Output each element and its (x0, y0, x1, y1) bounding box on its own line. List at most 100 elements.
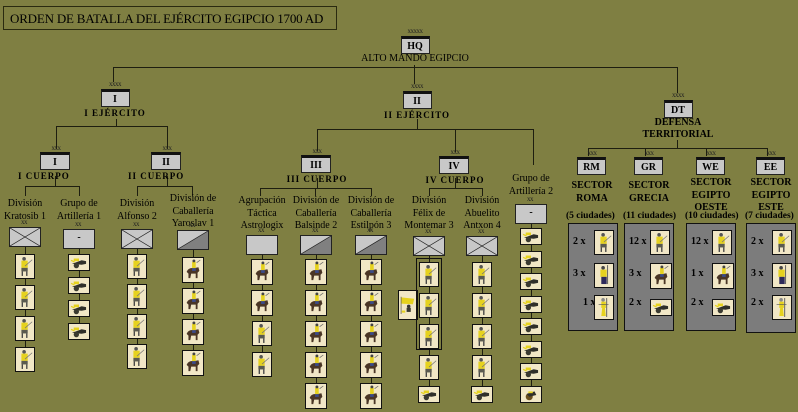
division-symbol-infantry[interactable] (466, 236, 498, 256)
unit-tile-musketeer[interactable] (127, 284, 147, 309)
army-dt-unit[interactable]: xxxx DT (658, 92, 698, 118)
unit-tile-musketeer[interactable] (252, 321, 272, 346)
unit-tile-musketeer[interactable] (419, 262, 439, 287)
unit-tile-musketeer[interactable] (15, 347, 35, 372)
unit-tile-musketeer[interactable] (472, 324, 492, 349)
unit-tile-musketeer[interactable] (419, 293, 439, 318)
army-i-unit[interactable]: xxxx I (95, 81, 135, 107)
connector-line (429, 188, 483, 189)
corps-box: II (151, 152, 181, 170)
echelon-marker: xx (189, 221, 196, 229)
division-symbol-cavalry[interactable] (177, 230, 209, 250)
connector-line (588, 148, 768, 149)
unit-tile-cannon[interactable] (418, 386, 440, 403)
connector-line (317, 178, 318, 188)
unit-tile-cannon[interactable] (68, 300, 90, 317)
division-symbol-cavalry[interactable] (355, 235, 387, 255)
connector-line (167, 126, 168, 149)
corps-label: I CUERPO (18, 171, 70, 181)
hq-unit[interactable]: xxxxx HQ (395, 28, 435, 54)
connector-line (414, 65, 415, 68)
unit-tile-cannon[interactable] (520, 250, 542, 268)
unit-tile-standard-bearer[interactable] (398, 290, 418, 320)
unit-tile-musketeer[interactable] (252, 352, 272, 377)
unit-tile-musketeer[interactable] (472, 355, 492, 380)
unit-tile-cannon[interactable] (520, 295, 542, 313)
unit-tile-musketeer[interactable] (15, 254, 35, 279)
garrison-count: 3 x (629, 268, 642, 279)
unit-tile-pikeman[interactable] (594, 263, 614, 288)
unit-tile-cavalry[interactable] (305, 290, 327, 316)
unit-tile-cavalry[interactable] (251, 259, 273, 285)
army-dt-label-2: TERRITORIAL (642, 129, 714, 140)
unit-tile-musketeer[interactable] (772, 230, 792, 255)
unit-tile-cavalry[interactable] (251, 290, 273, 316)
division-symbol-artillery[interactable]: - (63, 229, 95, 249)
unit-tile-cavalry[interactable] (305, 259, 327, 285)
unit-tile-cavalry[interactable] (712, 263, 734, 289)
unit-tile-cavalry[interactable] (360, 321, 382, 347)
unit-tile-cavalry[interactable] (182, 257, 204, 283)
unit-tile-musketeer[interactable] (15, 316, 35, 341)
unit-tile-cavalry[interactable] (360, 290, 382, 316)
unit-tile-cavalry[interactable] (305, 321, 327, 347)
unit-tile-cavalry[interactable] (650, 263, 672, 289)
unit-tile-cannon[interactable] (520, 318, 542, 335)
mortar-icon (525, 390, 537, 400)
connector-line (25, 186, 26, 196)
unit-tile-cavalry[interactable] (182, 319, 204, 345)
division-symbol-plain[interactable] (246, 235, 278, 255)
echelon-marker: xxxx (411, 82, 424, 90)
unit-tile-cannon[interactable] (68, 323, 90, 340)
unit-tile-halberdier[interactable] (594, 295, 614, 320)
unit-tile-cannon[interactable] (520, 273, 542, 290)
unit-tile-halberdier[interactable] (772, 295, 792, 320)
unit-tile-musketeer[interactable] (127, 314, 147, 339)
unit-tile-musketeer[interactable] (650, 230, 670, 255)
echelon-marker: xxxx (109, 80, 122, 88)
unit-tile-musketeer[interactable] (15, 285, 35, 310)
unit-tile-pikeman[interactable] (772, 263, 792, 288)
unit-tile-cavalry[interactable] (305, 352, 327, 378)
unit-tile-cannon[interactable] (68, 254, 90, 271)
unit-tile-cavalry[interactable] (182, 288, 204, 314)
garrison-count: 2 x (629, 297, 642, 308)
division-symbol-infantry[interactable] (413, 236, 445, 256)
unit-tile-cannon[interactable] (520, 228, 542, 245)
unit-tile-musketeer[interactable] (419, 355, 439, 380)
division-symbol-cavalry[interactable] (300, 235, 332, 255)
unit-tile-cavalry[interactable] (360, 352, 382, 378)
unit-tile-musketeer[interactable] (127, 344, 147, 369)
unit-tile-cavalry[interactable] (182, 350, 204, 376)
unit-tile-cannon[interactable] (520, 340, 542, 358)
division-symbol-infantry[interactable] (9, 227, 41, 247)
unit-tile-musketeer[interactable] (127, 254, 147, 279)
unit-tile-mortar[interactable] (520, 385, 542, 403)
division-symbol-infantry[interactable] (121, 229, 153, 249)
unit-tile-cavalry[interactable] (360, 259, 382, 285)
army-ii-unit[interactable]: xxxx II (397, 83, 437, 109)
division-symbol-artillery[interactable]: - (515, 204, 547, 224)
unit-tile-musketeer[interactable] (472, 293, 492, 318)
unit-tile-musketeer[interactable] (712, 230, 732, 255)
unit-tile-musketeer[interactable] (472, 262, 492, 287)
cavalry-icon (309, 292, 324, 312)
unit-tile-cannon[interactable] (712, 299, 734, 316)
unit-tile-cannon[interactable] (471, 386, 493, 403)
unit-tile-cavalry[interactable] (360, 383, 382, 409)
connector-line (429, 256, 430, 391)
unit-tile-musketeer[interactable] (594, 230, 614, 255)
unit-tile-cannon[interactable] (68, 277, 90, 294)
unit-tile-cannon[interactable] (520, 363, 542, 380)
unit-tile-cavalry[interactable] (305, 383, 327, 409)
unit-tile-cannon[interactable] (650, 299, 672, 316)
unit-tile-musketeer[interactable] (419, 324, 439, 349)
